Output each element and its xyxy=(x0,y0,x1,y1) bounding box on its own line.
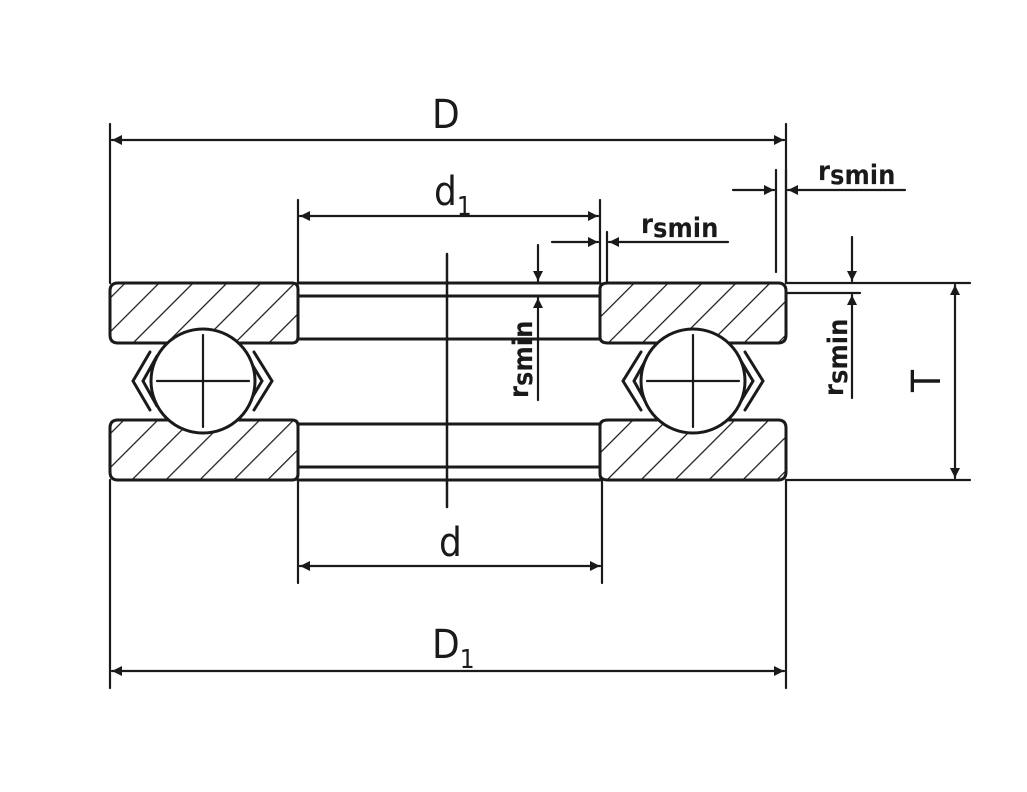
rsmin-r: r xyxy=(819,384,850,396)
dimension-d1-bore xyxy=(296,198,602,285)
rsmin-sub: smin xyxy=(508,321,539,386)
rsmin-r: r xyxy=(641,209,653,240)
rsmin-sub: smin xyxy=(823,319,854,384)
label-d1-bore-index: 1 xyxy=(457,192,472,222)
chamfer-callout-outer-vertical xyxy=(784,235,862,400)
label-t-height: T xyxy=(904,369,950,393)
dimension-t-height xyxy=(784,281,972,482)
label-d-outer: D xyxy=(432,92,460,138)
label-rsmin-outer-horizontal: rsmin xyxy=(818,156,895,191)
left-ball-assembly xyxy=(131,327,274,435)
chamfer-callout-bore-vertical xyxy=(524,243,600,402)
right-ball-assembly xyxy=(621,327,765,435)
upper-washer xyxy=(108,281,788,345)
upper-washer-left-section xyxy=(108,281,300,345)
left-cage xyxy=(131,350,274,412)
chamfer-callout-outer-horizontal xyxy=(731,168,907,285)
label-d-bore: d xyxy=(439,520,462,566)
dimension-d-bore xyxy=(296,478,604,585)
chamfer-callout-bore-horizontal xyxy=(550,230,730,285)
lower-washer xyxy=(108,418,788,482)
rsmin-sub: smin xyxy=(653,213,718,244)
label-d1-bore-base: d xyxy=(434,169,457,215)
right-cage xyxy=(621,350,765,412)
label-rsmin-bore-horizontal: rsmin xyxy=(641,209,718,244)
rsmin-r: r xyxy=(818,156,830,187)
label-d1-outer-base: D xyxy=(432,622,460,668)
label-d1-outer: D1 xyxy=(432,622,475,675)
upper-washer-right-section xyxy=(598,281,788,345)
rsmin-sub: smin xyxy=(830,160,895,191)
dimension-d1-outer xyxy=(108,478,788,690)
rsmin-r: r xyxy=(504,386,535,398)
label-rsmin-outer-vertical: rsmin xyxy=(819,319,854,396)
label-d1-outer-index: 1 xyxy=(460,645,475,675)
label-rsmin-bore-vertical: rsmin xyxy=(504,321,539,398)
label-d1-bore: d1 xyxy=(434,169,472,222)
